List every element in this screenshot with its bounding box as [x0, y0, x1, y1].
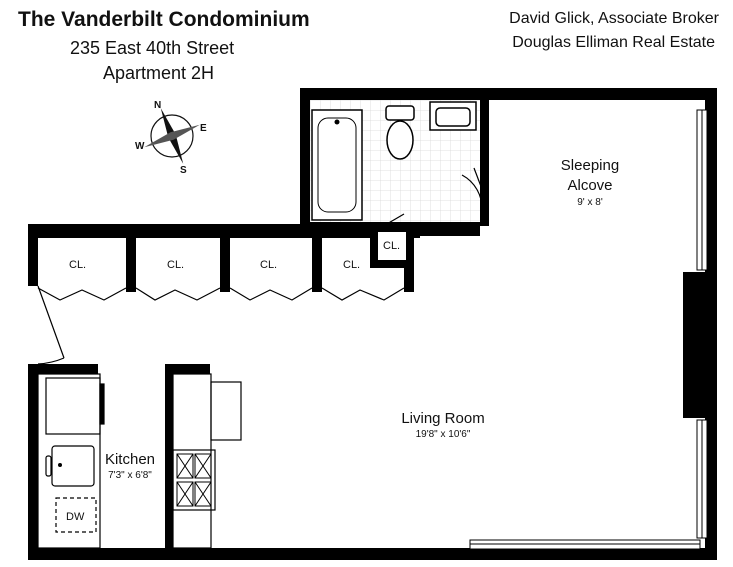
exterior-walls	[28, 88, 717, 560]
closet-label-4: CL.	[343, 259, 360, 271]
living-room-dims: 19'8" x 10'6"	[416, 429, 471, 440]
sink-drain-icon	[58, 463, 62, 467]
listing-title: The Vanderbilt Condominium	[18, 8, 310, 31]
kitchen-dims: 7'3" x 6'8"	[108, 470, 152, 481]
closet-label-3: CL.	[260, 259, 277, 271]
closet-label-small: CL.	[383, 240, 400, 252]
sink	[429, 101, 477, 131]
sleeping-alcove-dims: 9' x 8'	[577, 197, 603, 208]
bathtub	[311, 109, 363, 221]
kitchen-name: Kitchen	[105, 451, 155, 468]
sleeping-alcove-name-2: Alcove	[567, 177, 612, 194]
compass-east: E	[200, 123, 207, 134]
listing-address: 235 East 40th Street	[70, 38, 235, 58]
broker-name: David Glick, Associate Broker	[509, 10, 719, 27]
closet-walls	[28, 224, 420, 292]
compass-icon: N E S W	[135, 100, 207, 176]
apartment-number: Apartment 2H	[103, 63, 215, 83]
closet-label-2: CL.	[167, 259, 184, 271]
compass-west: W	[135, 141, 145, 152]
kitchen-fixtures	[37, 373, 242, 549]
compass-south: S	[180, 165, 187, 176]
dishwasher-label: DW	[66, 511, 85, 523]
closet-doors	[37, 167, 489, 365]
brokerage-firm: Douglas Elliman Real Estate	[512, 34, 715, 51]
toilet	[385, 105, 415, 160]
closet-label-1: CL.	[69, 259, 86, 271]
living-room-name: Living Room	[401, 410, 484, 427]
windows	[469, 109, 708, 550]
sleeping-alcove-name-1: Sleeping	[561, 157, 619, 174]
compass-north: N	[154, 100, 161, 111]
kitchen-walls	[28, 364, 210, 548]
